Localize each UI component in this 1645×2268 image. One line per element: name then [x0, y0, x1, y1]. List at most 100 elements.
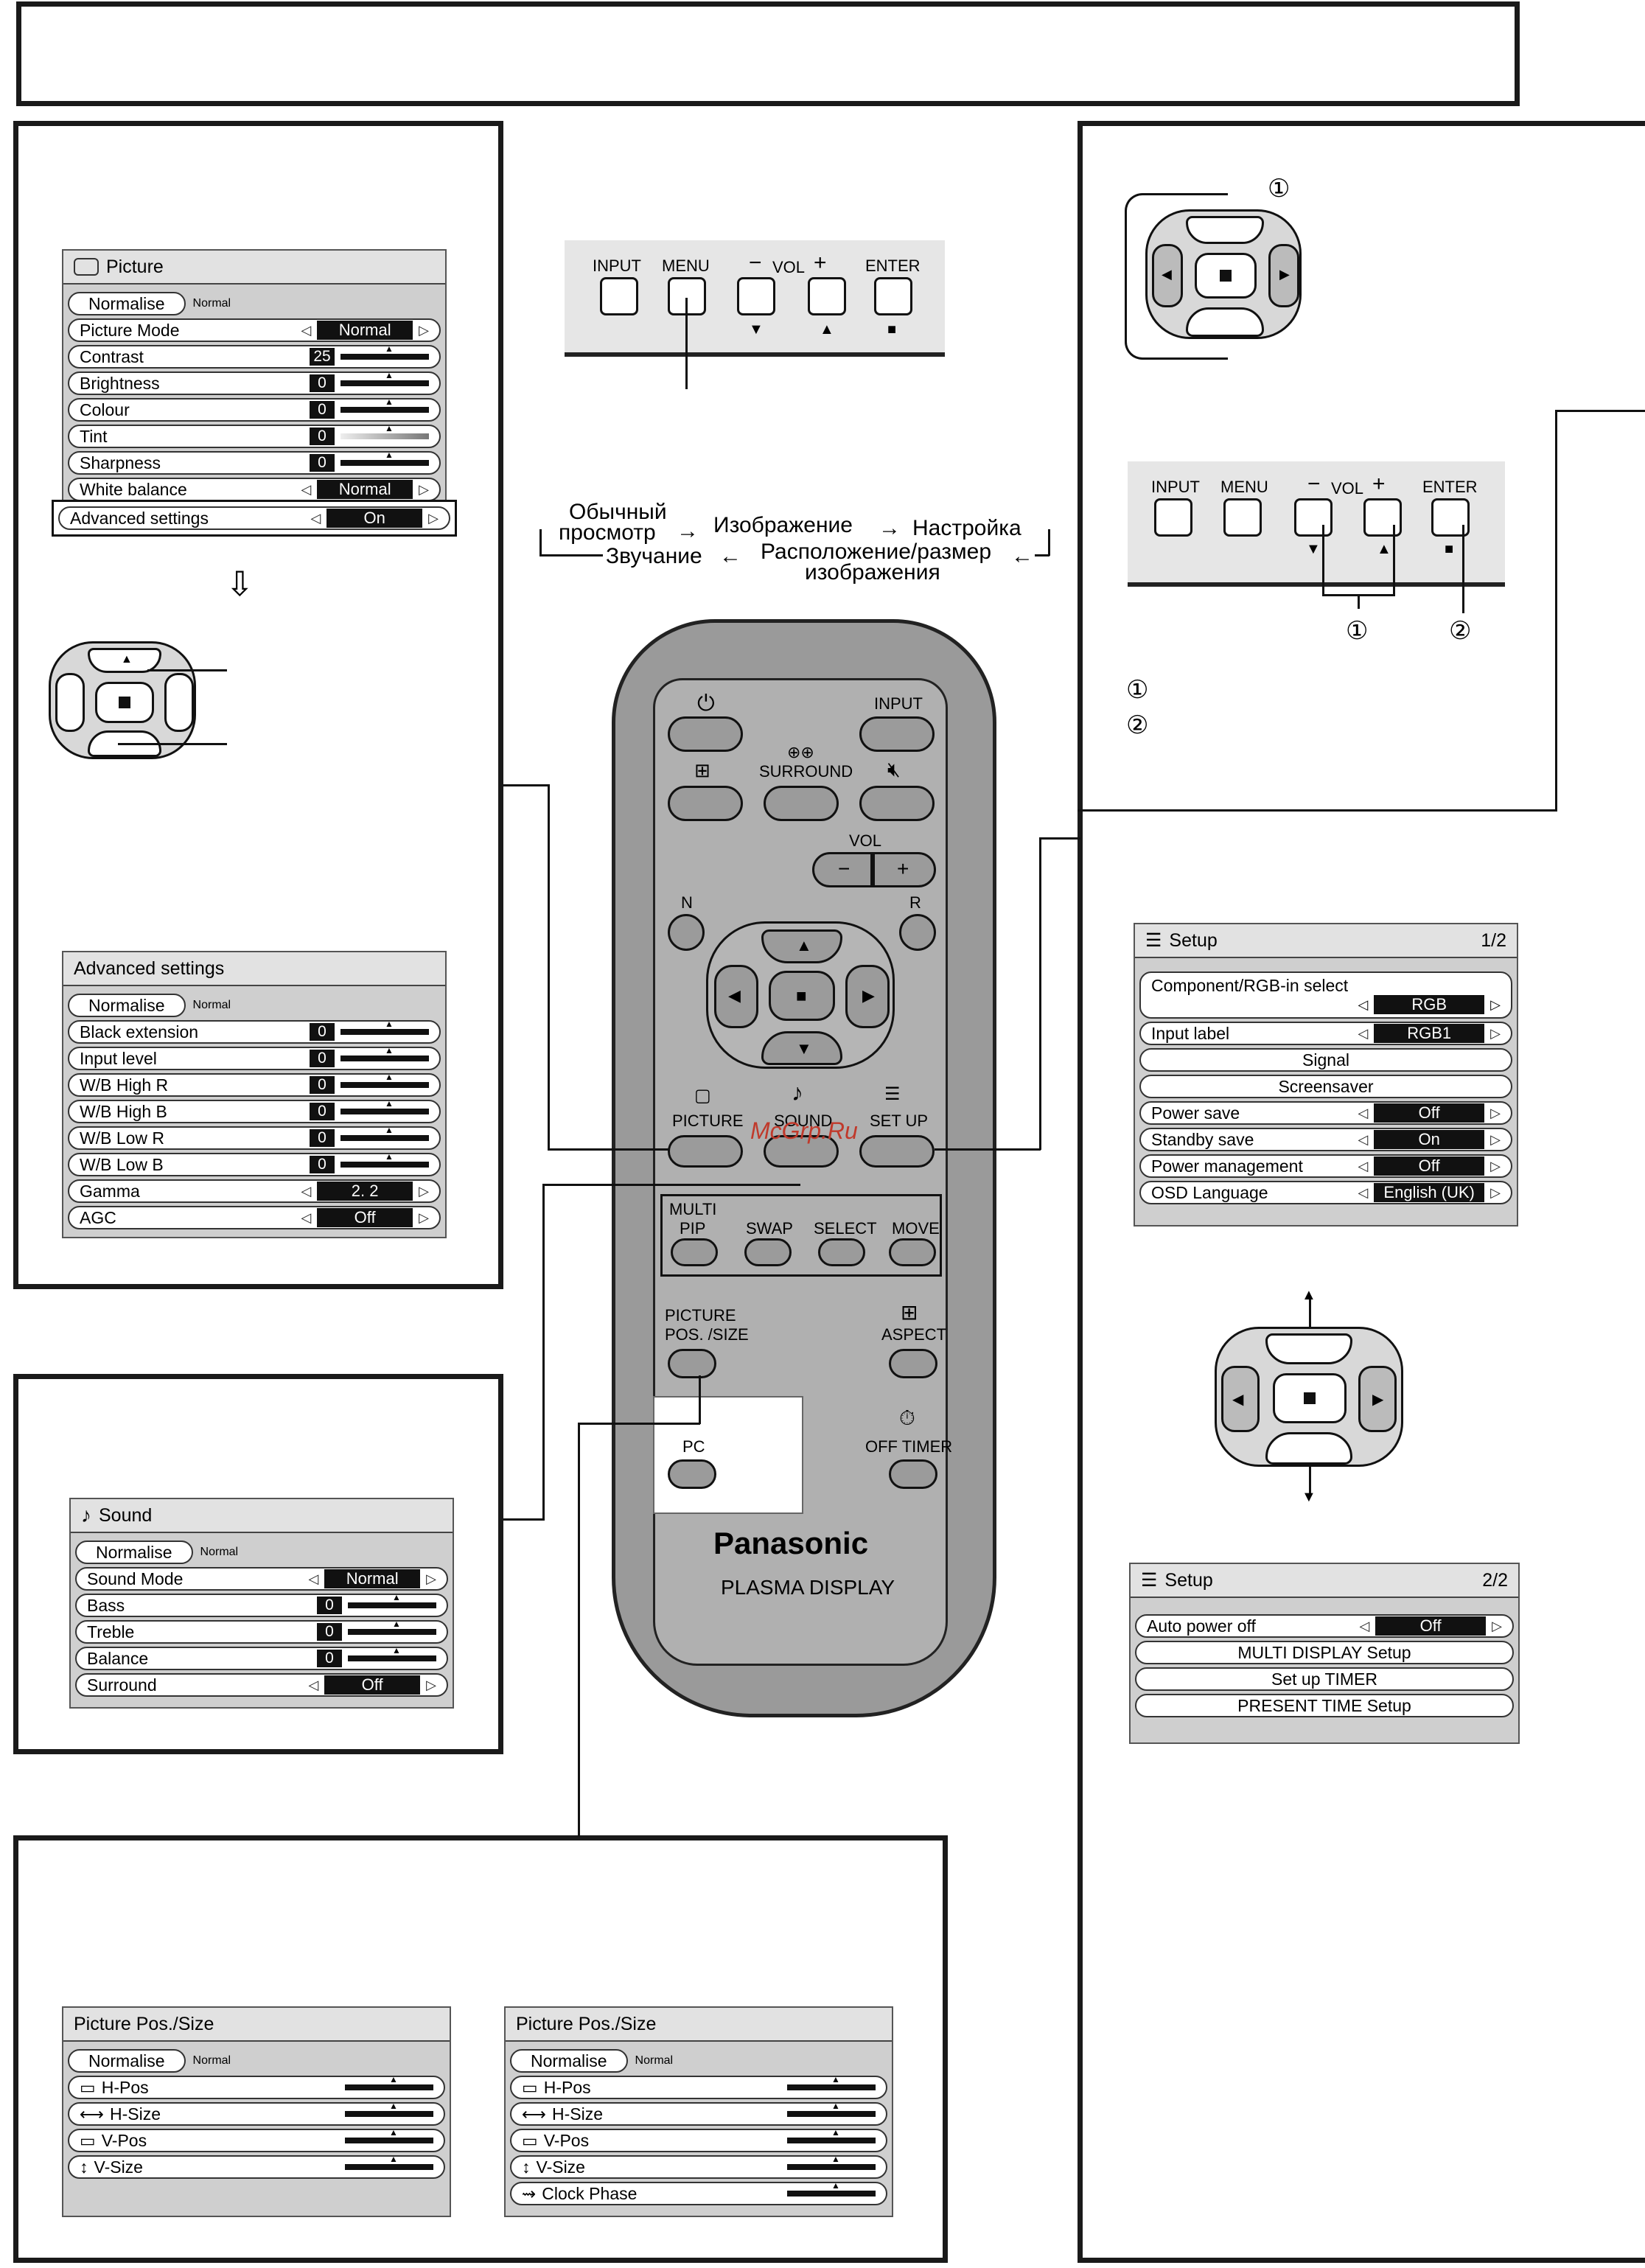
input-key[interactable] [600, 277, 638, 315]
mute-button[interactable] [859, 786, 935, 821]
v-pos-slider[interactable] [787, 2127, 876, 2143]
v-pos-row[interactable]: ▭V-Pos [68, 2127, 445, 2152]
v-pos-slider[interactable] [345, 2127, 433, 2143]
treble-slider[interactable] [348, 1619, 436, 1635]
select-button[interactable] [818, 1238, 865, 1266]
right-key[interactable]: ▶ [1358, 1366, 1397, 1432]
wb-high-r-slider[interactable] [340, 1072, 429, 1088]
picture-button[interactable] [668, 1135, 743, 1168]
down-key[interactable] [1265, 1432, 1352, 1465]
remote-down-key[interactable]: ▼ [761, 1031, 842, 1065]
menu-key[interactable] [1223, 498, 1262, 537]
sound-button[interactable] [764, 1135, 839, 1168]
v-size-row[interactable]: ↕V-Size [510, 2154, 887, 2179]
normalise-button[interactable]: Normalise [75, 1541, 193, 1564]
advanced-settings-row[interactable]: Advanced settings◁On▷ [58, 506, 450, 530]
osd-language-row[interactable]: OSD Language◁English (UK)▷ [1139, 1181, 1512, 1204]
multi-display-setup-row[interactable]: MULTI DISPLAY Setup [1135, 1641, 1514, 1664]
v-pos-row[interactable]: ▭V-Pos [510, 2127, 887, 2152]
n-button[interactable] [668, 914, 705, 951]
black-extension-slider[interactable] [340, 1019, 429, 1035]
vol-minus-button[interactable]: − [812, 852, 873, 887]
tint-slider[interactable] [340, 423, 429, 439]
sharpness-slider[interactable] [340, 450, 429, 466]
colour-slider[interactable] [340, 397, 429, 413]
v-size-row[interactable]: ↕V-Size [68, 2154, 445, 2179]
left-key[interactable]: ◀ [1221, 1366, 1260, 1432]
remote-left-key[interactable]: ◀ [714, 965, 758, 1028]
vol-down-key[interactable] [1294, 498, 1333, 537]
vol-plus-button[interactable]: + [873, 852, 936, 887]
move-button[interactable] [889, 1238, 936, 1266]
dpad-right-top[interactable]: ◀ ▶ [1145, 209, 1302, 339]
remote-ok-key[interactable]: ■ [769, 971, 835, 1021]
dpad-right-middle[interactable]: ◀ ▶ [1215, 1327, 1403, 1467]
r-button[interactable] [899, 914, 936, 951]
normalise-button[interactable]: Normalise [510, 2049, 628, 2073]
h-size-slider[interactable] [787, 2101, 876, 2117]
ok-key[interactable] [1195, 253, 1257, 299]
vol-up-key[interactable] [808, 277, 846, 315]
brightness-slider[interactable] [340, 370, 429, 386]
normalise-button[interactable]: Normalise [68, 994, 186, 1017]
sound-mode-row[interactable]: Sound Mode◁Normal▷ [75, 1567, 448, 1591]
h-pos-row[interactable]: ▭H-Pos [68, 2074, 445, 2099]
vol-down-key[interactable] [737, 277, 775, 315]
standby-save-row[interactable]: Standby save◁On▷ [1139, 1128, 1512, 1151]
component-select-row[interactable]: Component/RGB-in select ◁RGB▷ [1139, 971, 1512, 1019]
v-size-slider[interactable] [787, 2154, 876, 2170]
auto-power-off-row[interactable]: Auto power off◁Off▷ [1135, 1614, 1514, 1638]
input-button[interactable] [859, 716, 935, 752]
up-key[interactable] [1265, 1333, 1352, 1364]
h-pos-row[interactable]: ▭H-Pos [510, 2074, 887, 2099]
down-key[interactable] [1186, 307, 1264, 337]
clock-phase-row[interactable]: ⇝Clock Phase [510, 2180, 887, 2205]
remote-dpad[interactable]: ▲ ◀ ▶ ▼ ■ [706, 921, 895, 1069]
aspect-button[interactable] [889, 1349, 937, 1378]
power-save-row[interactable]: Power save◁Off▷ [1139, 1101, 1512, 1125]
h-pos-slider[interactable] [345, 2074, 433, 2090]
vol-up-key[interactable] [1363, 498, 1402, 537]
h-pos-slider[interactable] [787, 2074, 876, 2090]
power-button[interactable] [668, 716, 743, 752]
balance-slider[interactable] [348, 1645, 436, 1661]
wb-high-b-slider[interactable] [340, 1098, 429, 1114]
wb-low-r-slider[interactable] [340, 1125, 429, 1141]
input-level-slider[interactable] [340, 1045, 429, 1061]
picture-mode-row[interactable]: Picture Mode◁Normal▷ [68, 318, 441, 342]
contrast-slider[interactable] [340, 343, 429, 360]
dpad-left[interactable]: ▲ [49, 641, 196, 759]
wb-low-b-slider[interactable] [340, 1151, 429, 1168]
pc-button[interactable] [668, 1459, 716, 1489]
white-balance-row[interactable]: White balance◁Normal▷ [68, 478, 441, 501]
setup-button[interactable] [859, 1135, 935, 1168]
input-label-row[interactable]: Input label◁RGB1▷ [1139, 1022, 1512, 1045]
set-up-timer-row[interactable]: Set up TIMER [1135, 1667, 1514, 1691]
off-timer-button[interactable] [889, 1459, 937, 1489]
screensaver-row[interactable]: Screensaver [1139, 1075, 1512, 1098]
remote-up-key[interactable]: ▲ [761, 929, 842, 963]
swap-button[interactable] [744, 1238, 792, 1266]
up-key[interactable]: ▲ [88, 648, 161, 673]
present-time-setup-row[interactable]: PRESENT TIME Setup [1135, 1694, 1514, 1717]
input-key[interactable] [1154, 498, 1192, 537]
v-size-slider[interactable] [345, 2154, 433, 2170]
ok-key[interactable] [95, 682, 154, 723]
right-key[interactable]: ▶ [1268, 244, 1299, 307]
up-key[interactable] [1186, 216, 1264, 244]
remote-right-key[interactable]: ▶ [845, 965, 890, 1028]
signal-row[interactable]: Signal [1139, 1048, 1512, 1072]
clock-phase-slider[interactable] [787, 2180, 876, 2197]
